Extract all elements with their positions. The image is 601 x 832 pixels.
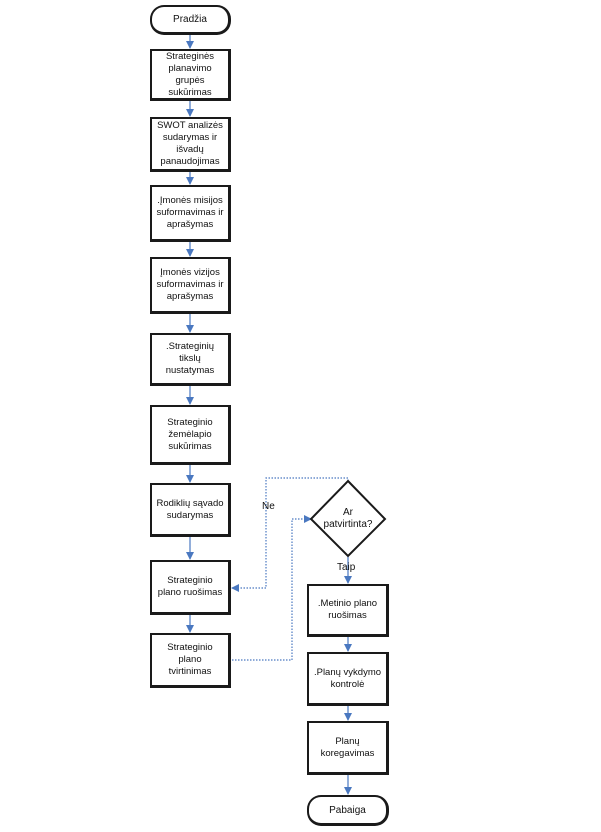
step-label: SWOT analizės sudarymas ir išvadų panaud… [157, 120, 223, 167]
step-label: Įmonės vizijos suformavimas ir aprašymas [156, 267, 224, 302]
step-swot: SWOT analizės sudarymas ir išvadų panaud… [150, 117, 231, 172]
step-label: Strateginio plano tvirtinimas [167, 642, 213, 677]
step-plan-correction: Planų koregavimas [307, 721, 389, 775]
step-label: Strateginio plano ruošimas [157, 575, 223, 598]
step-strategy-map: Strateginio žemėlapio sukūrimas [150, 405, 231, 465]
start-terminal: Pradžia [150, 5, 231, 35]
step-plan-approval: Strateginio plano tvirtinimas [150, 633, 231, 688]
step-strategic-goals: .Strateginių tikslų nustatymas [150, 333, 231, 386]
step-label: Strateginės planavimo grupės sukūrimas [165, 50, 215, 98]
no-label: Ne [262, 501, 275, 512]
decision-label: Ar patvirtinta? [323, 507, 373, 530]
step-label: .Metinio plano ruošimas [317, 598, 378, 621]
yes-label: Taip [337, 562, 356, 573]
decision-diamond [309, 479, 387, 558]
step-label: Strateginio žemėlapio sukūrimas [167, 416, 213, 452]
start-label: Pradžia [173, 14, 207, 25]
arrow-decision-no-to-step8 [231, 477, 349, 592]
step-plan-preparation: Strateginio plano ruošimas [150, 560, 231, 615]
end-terminal: Pabaiga [307, 795, 389, 826]
step-label: .Įmonės misijos suformavimas ir aprašyma… [156, 195, 224, 230]
step-label: .Planų vykdymo kontrolė [313, 666, 382, 690]
step-label: .Strateginių tikslų nustatymas [165, 341, 215, 376]
end-label: Pabaiga [329, 804, 366, 816]
step-vision: Įmonės vizijos suformavimas ir aprašymas [150, 257, 231, 314]
step-plan-control: .Planų vykdymo kontrolė [307, 652, 389, 706]
step-annual-plan: .Metinio plano ruošimas [307, 584, 389, 637]
step-mission: .Įmonės misijos suformavimas ir aprašyma… [150, 185, 231, 242]
step-planning-group: Strateginės planavimo grupės sukūrimas [150, 49, 231, 101]
arrow-step9-to-decision [232, 515, 312, 661]
step-indicators: Rodiklių sąvado sudarymas [150, 483, 231, 537]
step-label: Planų koregavimas [320, 735, 375, 759]
step-label: Rodiklių sąvado sudarymas [156, 497, 224, 521]
